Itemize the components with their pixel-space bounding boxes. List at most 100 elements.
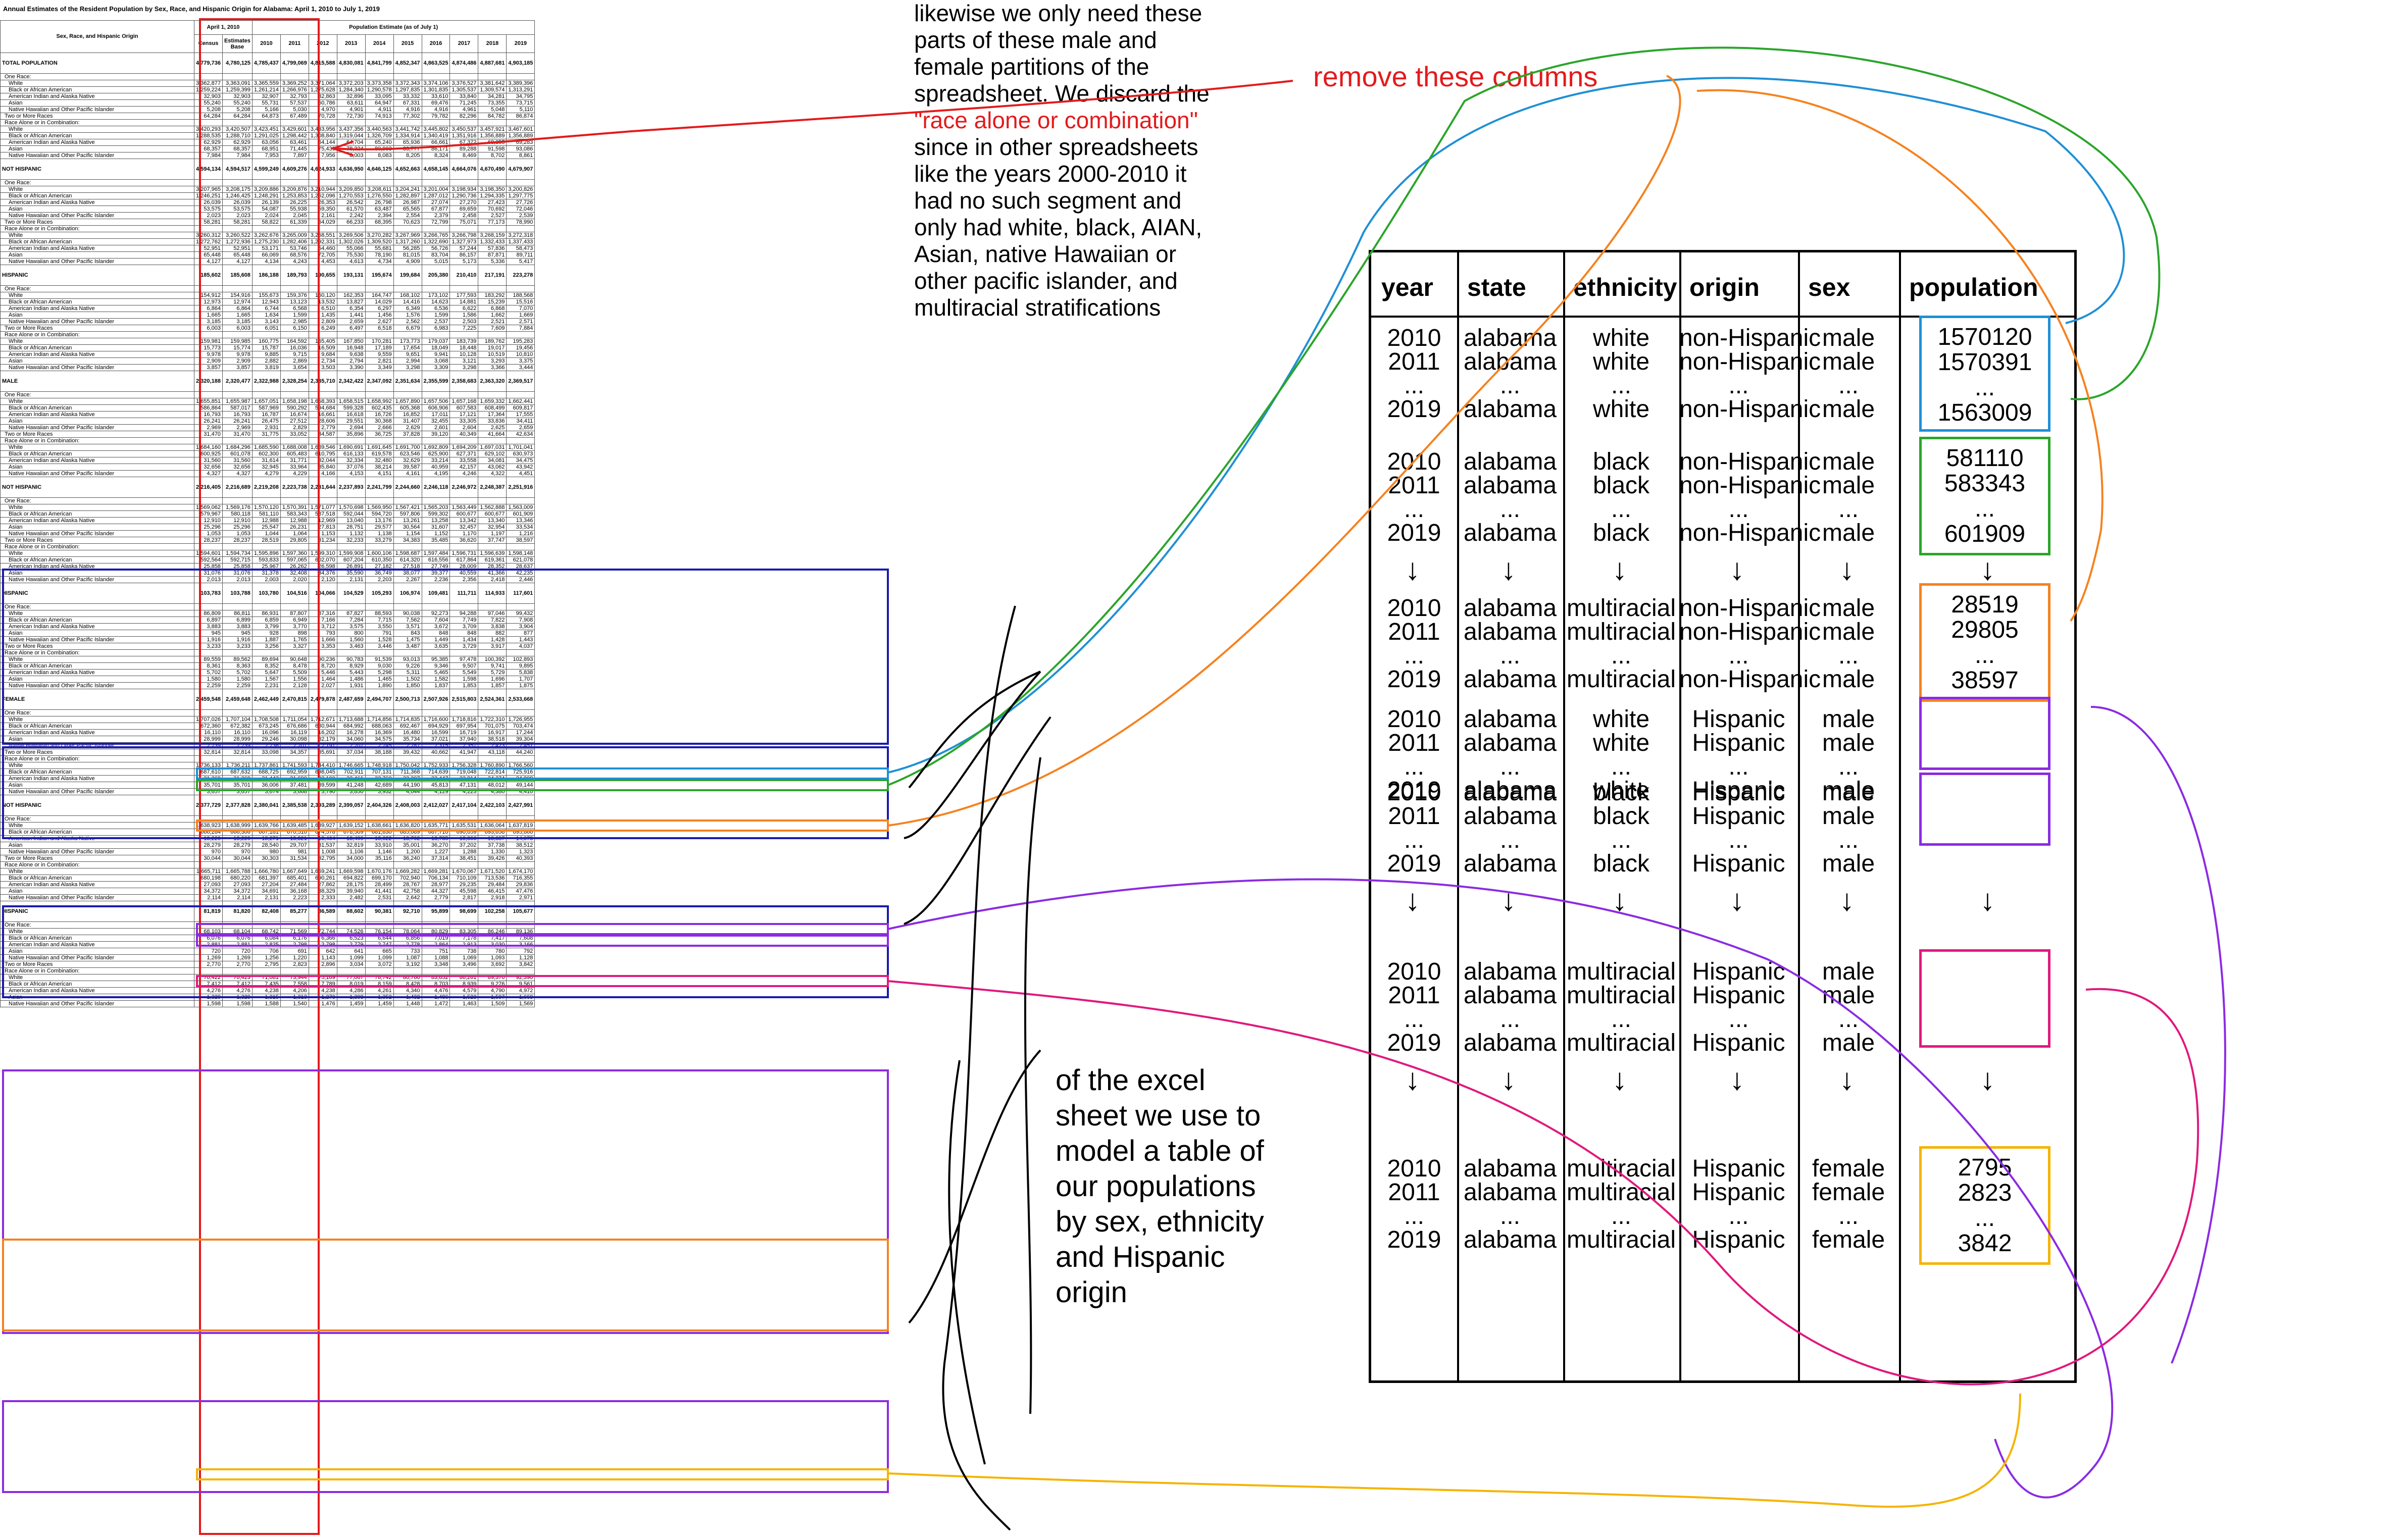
cell-value: 1,752,933 bbox=[421, 762, 451, 769]
cell-value: 641 bbox=[336, 948, 366, 955]
cell-value bbox=[421, 755, 451, 762]
cell-value: 26,241 bbox=[222, 418, 253, 425]
cell-value: 701,075 bbox=[478, 723, 507, 730]
cell-value: 39,377 bbox=[421, 570, 451, 577]
cell-value: 54,087 bbox=[252, 206, 281, 213]
cell-value: 1,472 bbox=[421, 1000, 451, 1007]
cell-value: 37,747 bbox=[478, 537, 507, 544]
cell-value: 85,277 bbox=[280, 901, 309, 922]
cell-value: 64,144 bbox=[308, 139, 337, 146]
cell-value bbox=[336, 285, 366, 292]
cell-value: 690,261 bbox=[308, 875, 337, 882]
cell-value: 28,237 bbox=[222, 537, 253, 544]
model-cell: ... bbox=[1611, 642, 1631, 669]
cell-value: 2,399,057 bbox=[336, 795, 366, 816]
cell-value bbox=[506, 861, 535, 868]
cell-value: 2,531 bbox=[365, 894, 394, 901]
cell-value bbox=[365, 179, 394, 186]
header-label-column: Sex, Race, and Hispanic Origin bbox=[0, 20, 194, 53]
cell-value: 12,988 bbox=[252, 517, 281, 524]
cell-value bbox=[252, 225, 281, 232]
cell-value: 2,539 bbox=[506, 212, 535, 219]
cell-value: 35,734 bbox=[393, 736, 422, 743]
model-cell: ... bbox=[1838, 372, 1859, 399]
row-label: Race Alone or in Combination: bbox=[0, 331, 194, 338]
cell-value: 42,758 bbox=[393, 888, 422, 895]
cell-value bbox=[478, 391, 507, 398]
cell-value: 3,657 bbox=[222, 788, 253, 795]
cell-value: 25,967 bbox=[252, 563, 281, 570]
cell-value: 41,947 bbox=[449, 749, 479, 756]
cell-value: 41,248 bbox=[336, 782, 366, 789]
cell-value: 711,368 bbox=[393, 768, 422, 776]
cell-value: 6,354 bbox=[336, 305, 366, 312]
cell-value: 2,666 bbox=[365, 424, 394, 431]
cell-value: 28,999 bbox=[222, 736, 253, 743]
cell-value: 1,685,590 bbox=[252, 444, 281, 451]
cell-value: 66,233 bbox=[336, 219, 366, 226]
population-value: 3842 bbox=[1958, 1230, 2012, 1257]
cell-value: 1,351,916 bbox=[449, 132, 479, 139]
cell-value: 7,225 bbox=[449, 325, 479, 332]
model-cell: ... bbox=[1728, 496, 1749, 523]
cell-value: 34,274 bbox=[478, 775, 507, 782]
cell-value: 17,011 bbox=[421, 411, 451, 418]
row-label: One Race: bbox=[0, 497, 194, 504]
row-label: Race Alone or in Combination: bbox=[0, 119, 194, 126]
cell-value: 9,895 bbox=[506, 662, 535, 670]
cell-value: 2,239 bbox=[194, 742, 223, 749]
cell-value: 1,302,026 bbox=[336, 238, 366, 245]
cell-value: 44,240 bbox=[506, 749, 535, 756]
cell-value: 100,392 bbox=[478, 656, 507, 663]
model-cell: 2011 bbox=[1388, 472, 1440, 499]
cell-value: 68,742 bbox=[252, 928, 281, 935]
row-label: Asian bbox=[0, 782, 194, 789]
cell-value: 1,562,888 bbox=[478, 504, 507, 511]
cell-value: 13,321 bbox=[280, 835, 309, 842]
cell-value: 2,864 bbox=[421, 941, 451, 948]
cell-value bbox=[421, 331, 451, 338]
cell-value bbox=[478, 497, 507, 504]
down-arrow-icon: ↓ bbox=[1980, 883, 1995, 917]
row-label: White bbox=[0, 398, 194, 405]
cell-value: 1,665,711 bbox=[194, 868, 223, 875]
cell-value: 1,556 bbox=[280, 676, 309, 683]
cell-value: 83,704 bbox=[421, 251, 451, 259]
cell-value: 13,258 bbox=[421, 517, 451, 524]
cell-value: 1,270,553 bbox=[336, 192, 366, 199]
cell-value: 86,589 bbox=[308, 901, 337, 922]
cell-value bbox=[280, 225, 309, 232]
cell-value: 4,916 bbox=[393, 106, 422, 113]
cell-value bbox=[280, 437, 309, 444]
cell-value: 1,887 bbox=[252, 636, 281, 643]
cell-value: 1,197 bbox=[478, 530, 507, 537]
cell-value: 1,737,861 bbox=[252, 762, 281, 769]
cell-value bbox=[365, 755, 394, 762]
header-year: 2011 bbox=[280, 34, 309, 53]
cell-value: 1,464 bbox=[308, 676, 337, 683]
cell-value: 2,207 bbox=[336, 742, 366, 749]
row-label: White bbox=[0, 610, 194, 617]
cell-value: 2,659 bbox=[506, 424, 535, 431]
cell-value: 3,429,601 bbox=[280, 126, 309, 133]
cell-value bbox=[421, 967, 451, 974]
cell-value: 16,719 bbox=[449, 729, 479, 736]
cell-value: 68,357 bbox=[194, 145, 223, 152]
cell-value: 2,379 bbox=[421, 212, 451, 219]
population-value: ... bbox=[1974, 642, 1995, 669]
cell-value: 1,266,976 bbox=[280, 86, 309, 93]
cell-value: 29,707 bbox=[280, 842, 309, 849]
cell-value: 599,328 bbox=[336, 404, 366, 412]
cell-value: 605,483 bbox=[280, 450, 309, 457]
cell-value: 6,297 bbox=[365, 305, 394, 312]
table-row: Native Hawaiian and Other Pacific Island… bbox=[0, 742, 535, 749]
row-label: One Race: bbox=[0, 391, 194, 398]
